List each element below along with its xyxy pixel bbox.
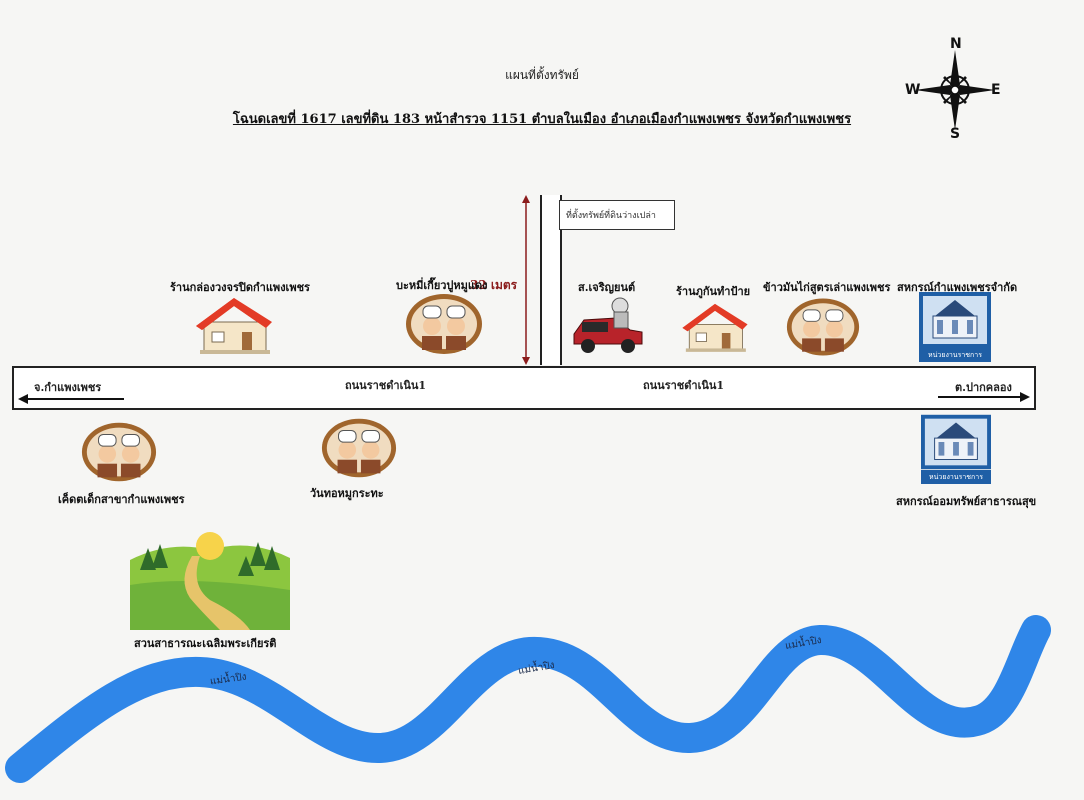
- gov-building-savings: หน่วยงานราชการ: [921, 414, 991, 484]
- chef-icon: [786, 298, 860, 356]
- direction-right: ต.ปากคลอง: [955, 381, 1012, 394]
- compass-n: N: [950, 36, 962, 52]
- gov-building-coop: หน่วยงานราชการ: [919, 292, 991, 362]
- map-title: แผนที่ตั้งทรัพย์: [505, 68, 579, 82]
- chef-icon: [321, 418, 397, 478]
- arrow-left-icon: [18, 394, 124, 404]
- gov-badge: หน่วยงานราชการ: [919, 348, 991, 362]
- road-name-right: ถนนราชดำเนิน1: [643, 379, 725, 392]
- river: [5, 615, 1051, 783]
- lane: [540, 195, 562, 365]
- chef-icon: [81, 422, 157, 482]
- compass-s: S: [950, 126, 961, 142]
- gov-badge: หน่วยงานราชการ: [921, 470, 991, 484]
- gov-building-icon: [919, 292, 991, 348]
- label-noodle-shop: บะหมี่เกี๊ยวปูหมูแดง: [396, 279, 488, 292]
- label-park: สวนสาธารณะเฉลิมพระเกียรติ: [134, 637, 277, 650]
- label-sign-shop: ร้านภูกันทำป้าย: [676, 285, 751, 298]
- compass-rose-icon: [915, 50, 995, 130]
- arrow-right-icon: [938, 392, 1030, 402]
- compass-w: W: [905, 82, 921, 98]
- label-garage: ส.เจริญยนต์: [578, 281, 636, 294]
- label-coop: สหกรณ์กำแพงเพชรจำกัด: [897, 281, 1018, 294]
- mechanic-icon: [573, 297, 643, 353]
- compass-e: E: [991, 82, 1001, 98]
- gov-building-icon: [921, 414, 991, 470]
- park-icon: [130, 530, 290, 630]
- compass: N S E W: [905, 36, 1005, 143]
- direction-left: จ.กำแพงเพชร: [34, 381, 102, 394]
- house-icon: [196, 298, 272, 354]
- label-kfc: เค็ดตเด็กสาขากำแพงเพชร: [58, 493, 185, 506]
- label-wantha: วันทอหมูกระทะ: [310, 487, 384, 500]
- property-sign: ที่ตั้งทรัพย์ที่ดินว่างเปล่า: [559, 200, 675, 230]
- label-chicken-rice: ข้าวมันไก่สูตรเล่าแพงเพชร: [763, 281, 891, 294]
- distance-arrow-icon: [522, 195, 530, 365]
- distance-label: 32 เมตร: [470, 278, 518, 292]
- label-camera-shop: ร้านกล่องวงจรปิดกำแพงเพชร: [170, 281, 310, 294]
- property-sign-text: ที่ตั้งทรัพย์ที่ดินว่างเปล่า: [566, 211, 656, 221]
- label-savings-coop: สหกรณ์ออมทรัพย์สาธารณสุข: [896, 495, 1037, 508]
- main-road: [12, 366, 1036, 410]
- house-icon: [682, 303, 748, 352]
- chef-icon: [406, 294, 482, 354]
- road-name-left: ถนนราชดำเนิน1: [345, 379, 427, 392]
- deed-info: โฉนดเลขที่ 1617 เลขที่ดิน 183 หน้าสำรวจ …: [232, 112, 852, 127]
